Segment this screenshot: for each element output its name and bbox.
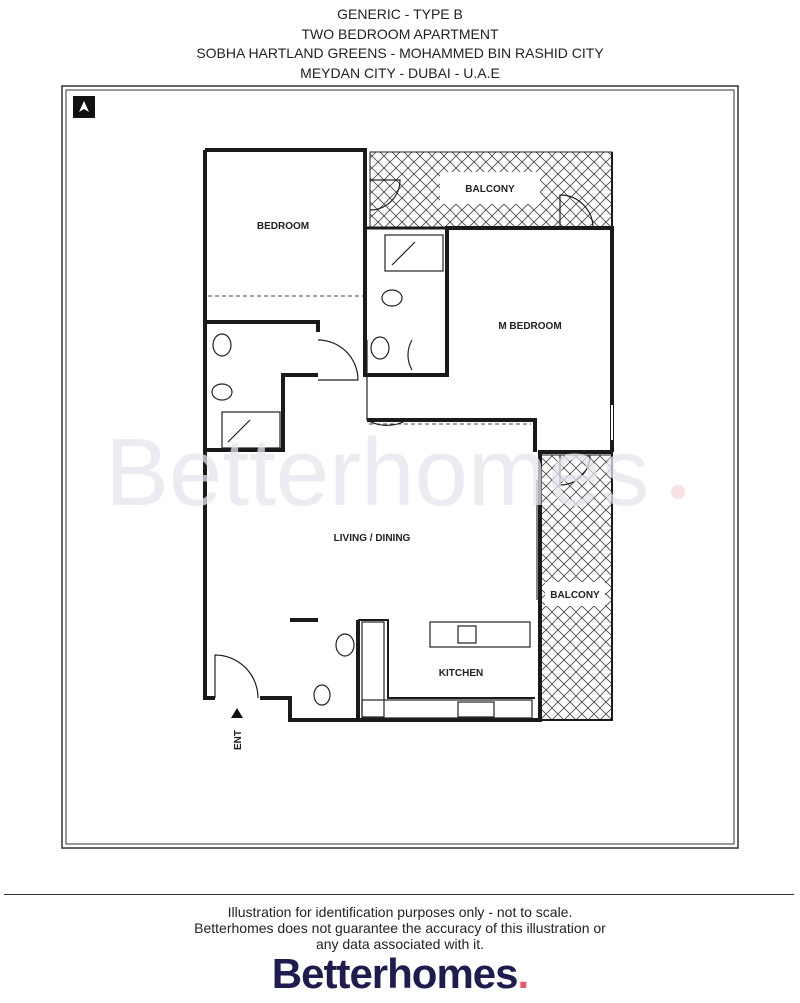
walls [203, 148, 614, 722]
room-label-m-bedroom: M BEDROOM [498, 321, 561, 332]
brand-name: Betterhomes [271, 950, 519, 997]
north-arrow-icon [73, 96, 95, 118]
label-bg [440, 172, 540, 204]
header-line: SOBHA HARTLAND GREENS - MOHAMMED BIN RAS… [196, 45, 604, 61]
inner-frame [65, 89, 735, 845]
header-line: TWO BEDROOM APARTMENT [301, 25, 499, 42]
plan-header: GENERIC - TYPE B TWO BEDROOM APARTMENT S… [0, 5, 800, 83]
entrance-arrow-icon [231, 708, 243, 718]
room-label-bedroom: BEDROOM [257, 221, 309, 232]
footer-divider [4, 894, 794, 895]
room-label-balcony-right: BALCONY [550, 590, 600, 601]
disclaimer-line: any data associated with it. [315, 936, 485, 952]
room-label-balcony-top: BALCONY [465, 184, 515, 195]
header-line: MEYDAN CITY - DUBAI - U.A.E [300, 64, 500, 81]
entrance-label: ENT [233, 730, 244, 750]
disclaimer-line: Illustration for identification purposes… [227, 904, 573, 920]
brand-dot: . [517, 950, 530, 997]
header-line: GENERIC - TYPE B [337, 6, 463, 22]
watermark: Betterhomes [105, 419, 649, 526]
outer-frame [61, 85, 739, 849]
room-label-living-dining: LIVING / DINING [334, 533, 411, 544]
room-label-kitchen: KITCHEN [439, 668, 483, 679]
disclaimer-line: Betterhomes does not guarantee the accur… [194, 920, 606, 936]
brand-logo: Betterhomes. [0, 950, 800, 998]
label-bg [545, 582, 605, 606]
doors [214, 179, 594, 699]
disclaimer: Illustration for identification purposes… [0, 904, 800, 952]
fixtures [211, 234, 533, 719]
floor-plan: BEDROOM BALCONY M BEDROOM LIVING / DININ… [61, 85, 739, 849]
watermark-dot [671, 485, 685, 499]
